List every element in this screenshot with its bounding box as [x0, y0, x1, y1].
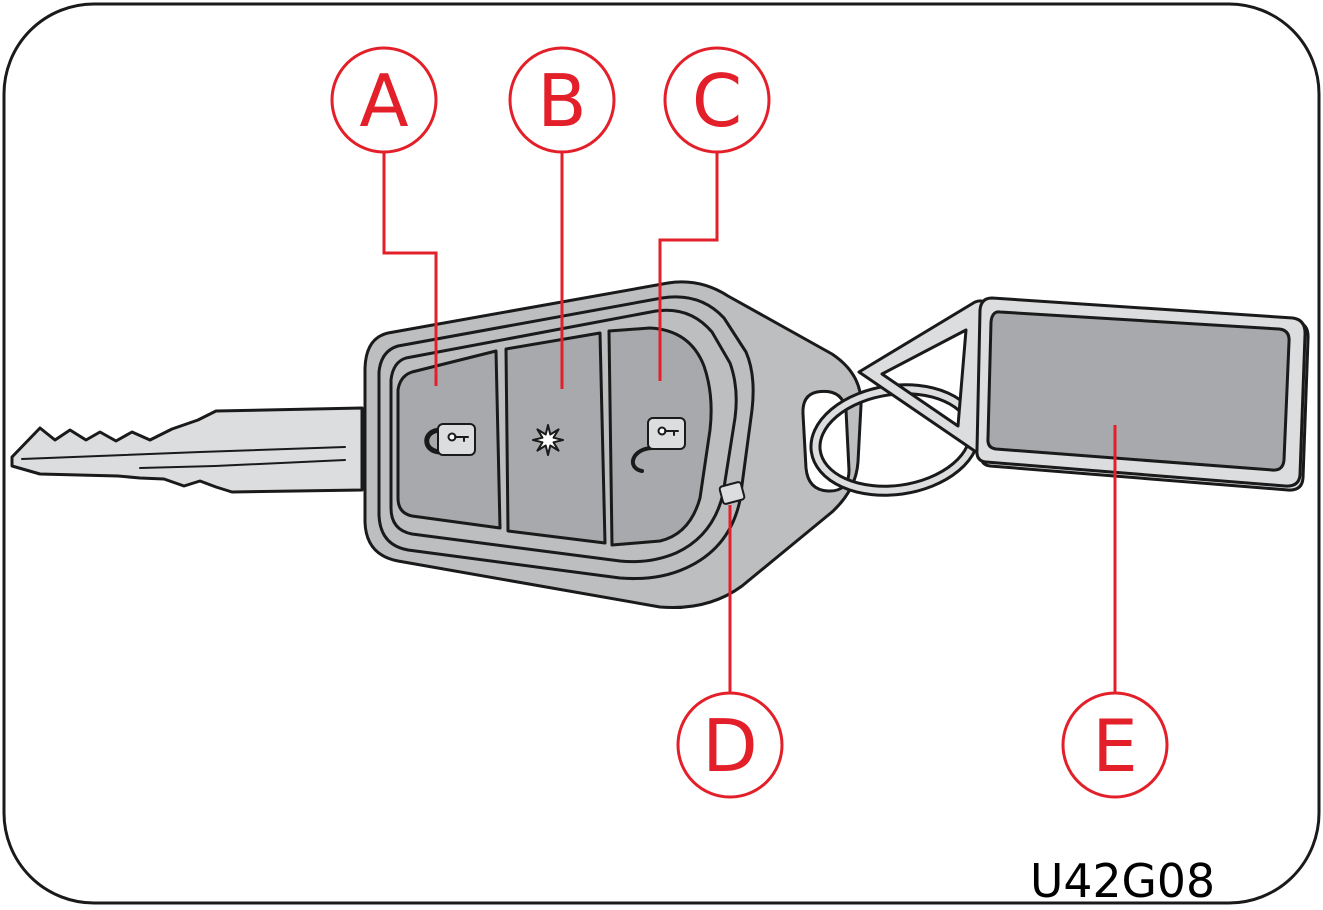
led-indicator [718, 481, 746, 505]
callout-b-circle [508, 46, 616, 154]
callout-c: C [663, 46, 771, 154]
key-blade [10, 406, 364, 494]
callout-c-letter: C [692, 59, 742, 143]
callout-e-letter: E [1092, 704, 1138, 788]
leader-line-a [382, 152, 438, 386]
callout-b: B [508, 46, 616, 154]
callout-b-letter: B [537, 59, 586, 143]
figure-code: U42G08 [1030, 854, 1215, 908]
callout-e-circle [1061, 691, 1169, 799]
unlock-icon [630, 417, 686, 473]
key-tag [857, 296, 1310, 492]
callout-a: A [330, 46, 438, 154]
lock-icon [424, 423, 476, 456]
callout-c-circle [663, 46, 771, 154]
callout-a-circle [330, 46, 438, 154]
fob-button-b [504, 331, 607, 545]
callout-e: E [1061, 691, 1169, 799]
key-tag-panel [986, 310, 1291, 472]
key-blade-shape [10, 406, 364, 494]
fob-button-a [396, 349, 502, 530]
callout-a-letter: A [359, 59, 408, 143]
callout-d-letter: D [702, 704, 757, 788]
star-icon [532, 424, 564, 456]
key-fob [363, 280, 863, 610]
leader-line-c [658, 152, 719, 381]
callout-d: D [676, 691, 784, 799]
fob-button-c [607, 326, 713, 547]
key-blade-groove-lower [139, 459, 346, 469]
callout-d-circle [676, 691, 784, 799]
key-blade-groove [21, 446, 346, 460]
